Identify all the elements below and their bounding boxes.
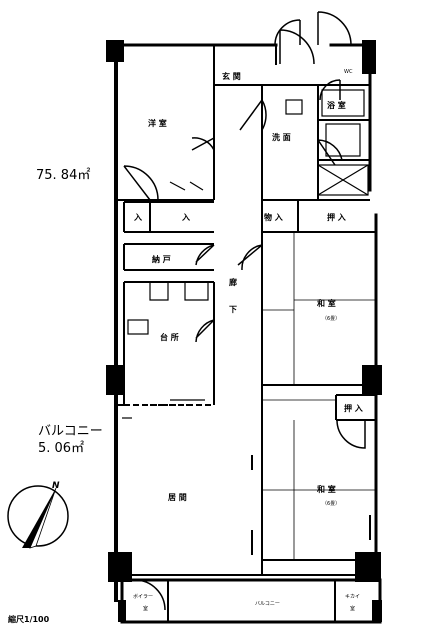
total-area: 75. 84㎡: [36, 168, 91, 183]
fixtures: [122, 89, 371, 555]
label-machine-1: キカイ: [345, 594, 360, 600]
balcony-area: 5. 06㎡: [38, 441, 85, 456]
north-compass: N: [7, 481, 69, 549]
label-balcony-strip: バルコニー: [255, 601, 280, 607]
label-hallway-2: 下: [229, 305, 237, 314]
label-closet-2: 入: [181, 213, 190, 222]
label-living: 居 間: [168, 493, 187, 502]
room-labels: 玄 関 洋 室 洗 面 浴 室 WC 入 入 物 入 押 入 納 戸 廊 下 和…: [133, 69, 363, 612]
label-closet-4: 押 入: [344, 403, 363, 413]
label-boiler-2: 室: [143, 605, 148, 612]
label-wc: WC: [344, 69, 353, 75]
balcony-label: バルコニー: [38, 424, 103, 439]
interior-walls: [115, 45, 376, 622]
columns: [106, 40, 382, 622]
label-closet-1: 入: [133, 213, 142, 222]
label-kitchen: 台 所: [160, 332, 179, 342]
label-boiler-1: ボイラー: [133, 593, 153, 600]
label-storage: 物 入: [264, 212, 283, 222]
label-linen: 納 戸: [152, 254, 171, 264]
label-closet-3: 押 入: [327, 212, 346, 222]
label-western-room: 洋 室: [148, 118, 167, 128]
label-washroom: 洗 面: [272, 132, 291, 142]
door-arcs: [123, 11, 366, 611]
label-machine-2: 室: [350, 605, 355, 612]
north-mark: N: [52, 481, 60, 491]
label-washitsu-2-size: （6畳）: [322, 501, 340, 507]
outer-walls: [110, 43, 382, 624]
label-bath: 浴 室: [327, 100, 346, 110]
tatami-lines: [262, 232, 376, 560]
label-washitsu-1-size: （6畳）: [322, 316, 340, 322]
label-washitsu-2: 和 室: [317, 484, 336, 494]
label-genkan: 玄 関: [222, 71, 241, 81]
scale-label: 縮尺1/100: [8, 615, 50, 624]
label-washitsu-1: 和 室: [317, 298, 336, 308]
label-hallway-1: 廊: [229, 277, 237, 287]
